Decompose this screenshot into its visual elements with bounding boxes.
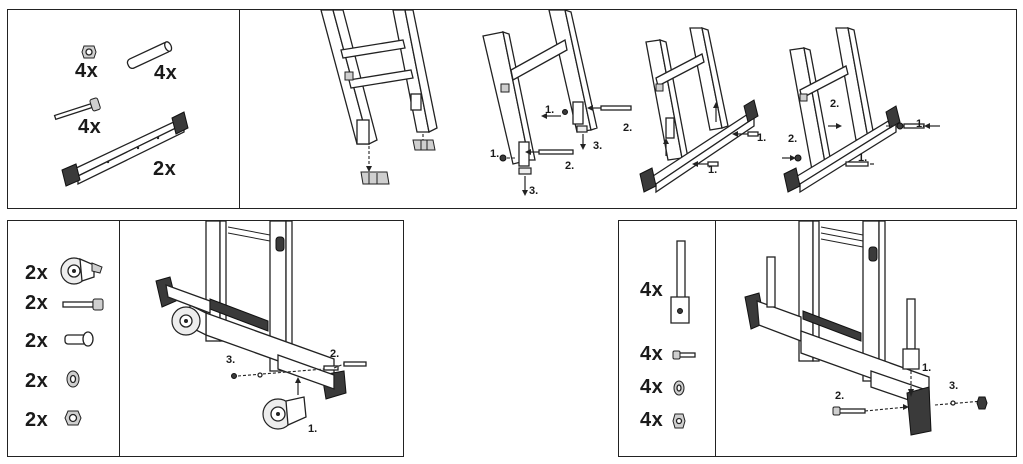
foot-bar-quantity: 2x	[153, 158, 177, 180]
pin-icon	[126, 41, 173, 70]
foot-bar-icon	[61, 111, 189, 187]
bolt-icon	[62, 298, 104, 311]
ladder-frame-icon	[744, 220, 988, 436]
step-label: 3.	[949, 380, 959, 392]
bolt-quantity: 4x	[78, 116, 102, 138]
step-label: 2.	[623, 122, 633, 134]
ladder-frame-icon	[320, 9, 438, 185]
ladder-frame-icon	[639, 27, 759, 194]
bolt-icon	[53, 97, 101, 121]
washer-icon	[673, 380, 685, 396]
panel-bracket-assembly: 4x 4x 4x 4x	[618, 220, 1017, 457]
step-label: 2.	[565, 160, 575, 172]
nut-quantity: 2x	[25, 409, 49, 431]
bracket-icon	[670, 240, 690, 324]
caster-wheel-icon	[60, 257, 103, 285]
washer-icon	[66, 370, 80, 388]
panel-divider	[239, 10, 240, 208]
step-label: 3.	[529, 185, 539, 197]
bolt-quantity: 2x	[25, 292, 49, 314]
ladder-frame-icon	[782, 27, 940, 194]
panel-caster-assembly: 2x 2x 2x 2x 2x	[7, 220, 404, 457]
bolt-icon	[672, 350, 696, 360]
step-label: 2.	[830, 98, 840, 110]
nut-quantity: 4x	[640, 409, 664, 431]
step-label: 1.	[916, 118, 926, 130]
step-label: 1.	[308, 423, 318, 435]
nut-quantity: 4x	[75, 60, 99, 82]
ladder-frame-icon	[155, 220, 367, 430]
washer-quantity: 4x	[640, 376, 664, 398]
nut-icon	[672, 413, 686, 429]
step-label: 2.	[788, 133, 798, 145]
step-label: 2.	[835, 390, 845, 402]
washer-quantity: 2x	[25, 370, 49, 392]
step-label: 3.	[226, 354, 236, 366]
step-label: 1.	[922, 362, 932, 374]
pin-quantity: 2x	[25, 330, 49, 352]
bolt-quantity: 4x	[640, 343, 664, 365]
step-label: 3.	[593, 140, 603, 152]
panel-divider	[119, 221, 120, 456]
caster-quantity: 2x	[25, 262, 49, 284]
panel-foot-assembly: 4x 4x 4x 2x	[7, 9, 1017, 209]
step-label: 1.	[708, 164, 718, 176]
step-label: 1.	[757, 132, 767, 144]
panel-divider	[715, 221, 716, 456]
pin-quantity: 4x	[154, 62, 178, 84]
end-cap-icon	[360, 171, 390, 185]
ladder-frame-icon	[482, 9, 632, 196]
step-label: 1.	[858, 152, 868, 164]
nut-icon	[81, 45, 97, 59]
step-label: 2.	[330, 348, 340, 360]
step-label: 1.	[490, 148, 500, 160]
bracket-quantity: 4x	[640, 279, 664, 301]
nut-icon	[64, 410, 82, 426]
step-label: 1.	[545, 104, 555, 116]
pin-icon	[64, 331, 94, 347]
